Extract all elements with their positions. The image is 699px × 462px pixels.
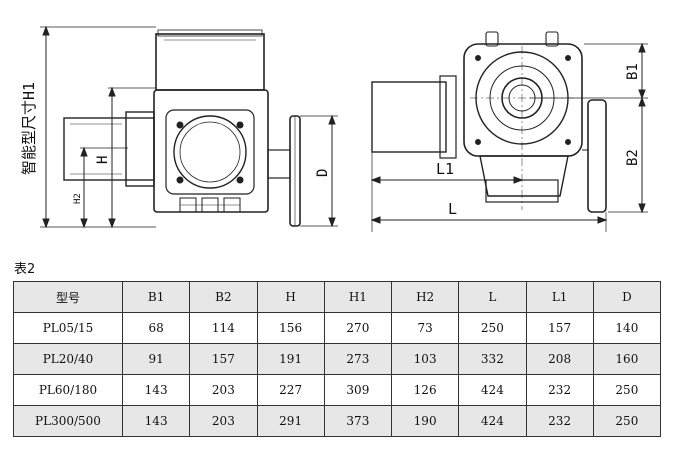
table-cell: 424 [458, 374, 527, 406]
table-cell: 190 [390, 405, 460, 437]
table-cell: PL05/15 [13, 312, 123, 344]
table-cell: 157 [525, 312, 594, 344]
table-cell: PL20/40 [13, 343, 123, 375]
table-cell: 68 [121, 312, 191, 344]
table-cell: 91 [121, 343, 191, 375]
dim-label-h2: H2 [73, 193, 83, 204]
table-cell: 160 [592, 343, 662, 375]
table-cell: 250 [592, 405, 662, 437]
dim-label-l1: L1 [436, 160, 454, 178]
table-cell: 291 [256, 405, 325, 437]
table-cell: 273 [323, 343, 393, 375]
dim-label-l: L [448, 200, 457, 218]
table-cell: 103 [390, 343, 460, 375]
table-cell: 270 [323, 312, 393, 344]
table-cell: 424 [458, 405, 527, 437]
table-row: PL05/15 68 114 156 270 73 250 157 140 [13, 312, 662, 344]
table-header-row: 型号 B1 B2 H H1 H2 L L1 D [13, 281, 662, 313]
table-cell: 250 [592, 374, 662, 406]
table-cell: 143 [121, 405, 191, 437]
dim-label-b1: B1 [625, 63, 641, 80]
table-cell: PL300/500 [13, 405, 123, 437]
table-caption: 表2 [14, 262, 36, 277]
header-b2: B2 [189, 281, 258, 313]
table-cell: 373 [323, 405, 393, 437]
table-cell: 191 [256, 343, 325, 375]
table-cell: 208 [525, 343, 594, 375]
table-row: PL300/500 143 203 291 373 190 424 232 25… [13, 405, 662, 437]
header-h2: H2 [390, 281, 460, 313]
dim-label-b2: B2 [625, 149, 641, 166]
header-d: D [592, 281, 662, 313]
dim-label-h1: 智能型尺寸H1 [20, 82, 38, 175]
header-l1: L1 [525, 281, 594, 313]
table-cell: 250 [458, 312, 527, 344]
front-view [370, 31, 648, 232]
table-row: PL20/40 91 157 191 273 103 332 208 160 [13, 343, 662, 375]
table-cell: 126 [390, 374, 460, 406]
table-cell: 309 [323, 374, 393, 406]
table-cell: 232 [525, 374, 594, 406]
dim-label-h: H [95, 156, 111, 164]
header-l: L [458, 281, 527, 313]
header-h1: H1 [323, 281, 393, 313]
table-row: PL60/180 143 203 227 309 126 424 232 250 [13, 374, 662, 406]
header-b1: B1 [121, 281, 191, 313]
table-cell: 227 [256, 374, 325, 406]
table-cell: 140 [592, 312, 662, 344]
table-cell: 143 [121, 374, 191, 406]
table-cell: 203 [189, 374, 258, 406]
table-cell: 114 [189, 312, 258, 344]
table-cell: 73 [390, 312, 460, 344]
header-model: 型号 [13, 281, 123, 313]
table-cell: 156 [256, 312, 325, 344]
table-cell: 332 [458, 343, 527, 375]
table-cell: PL60/180 [13, 374, 123, 406]
table-cell: 157 [189, 343, 258, 375]
header-h: H [256, 281, 325, 313]
actuator-drawing: 智能型尺寸H1 H2 H D B1 B2 L1 L [20, 25, 648, 232]
dim-label-d: D [315, 169, 331, 177]
spec-table: 型号 B1 B2 H H1 H2 L L1 D PL05/15 68 114 1… [13, 281, 662, 437]
table-cell: 232 [525, 405, 594, 437]
side-view [40, 25, 338, 229]
table-cell: 203 [189, 405, 258, 437]
